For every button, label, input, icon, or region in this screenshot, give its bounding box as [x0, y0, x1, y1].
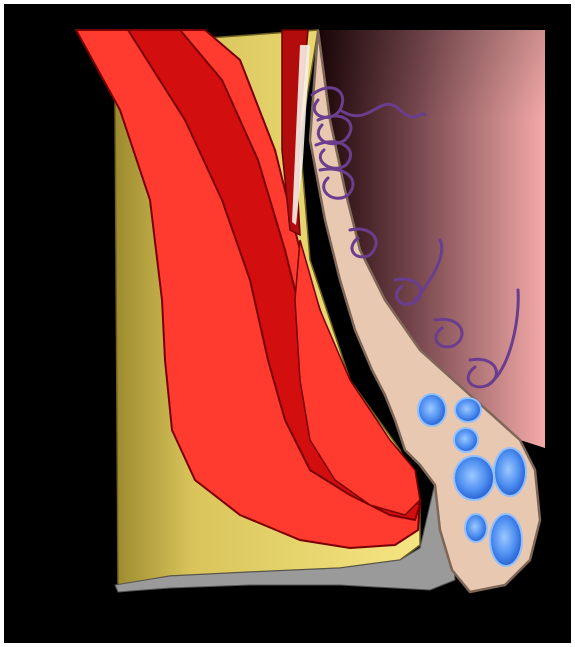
vessel — [454, 456, 494, 500]
vessel — [455, 398, 481, 422]
lumen-shade — [318, 30, 545, 120]
vessel — [418, 394, 446, 426]
vessel — [454, 428, 478, 452]
vessel — [490, 514, 522, 566]
vessel — [494, 448, 526, 496]
vessel — [465, 514, 487, 542]
